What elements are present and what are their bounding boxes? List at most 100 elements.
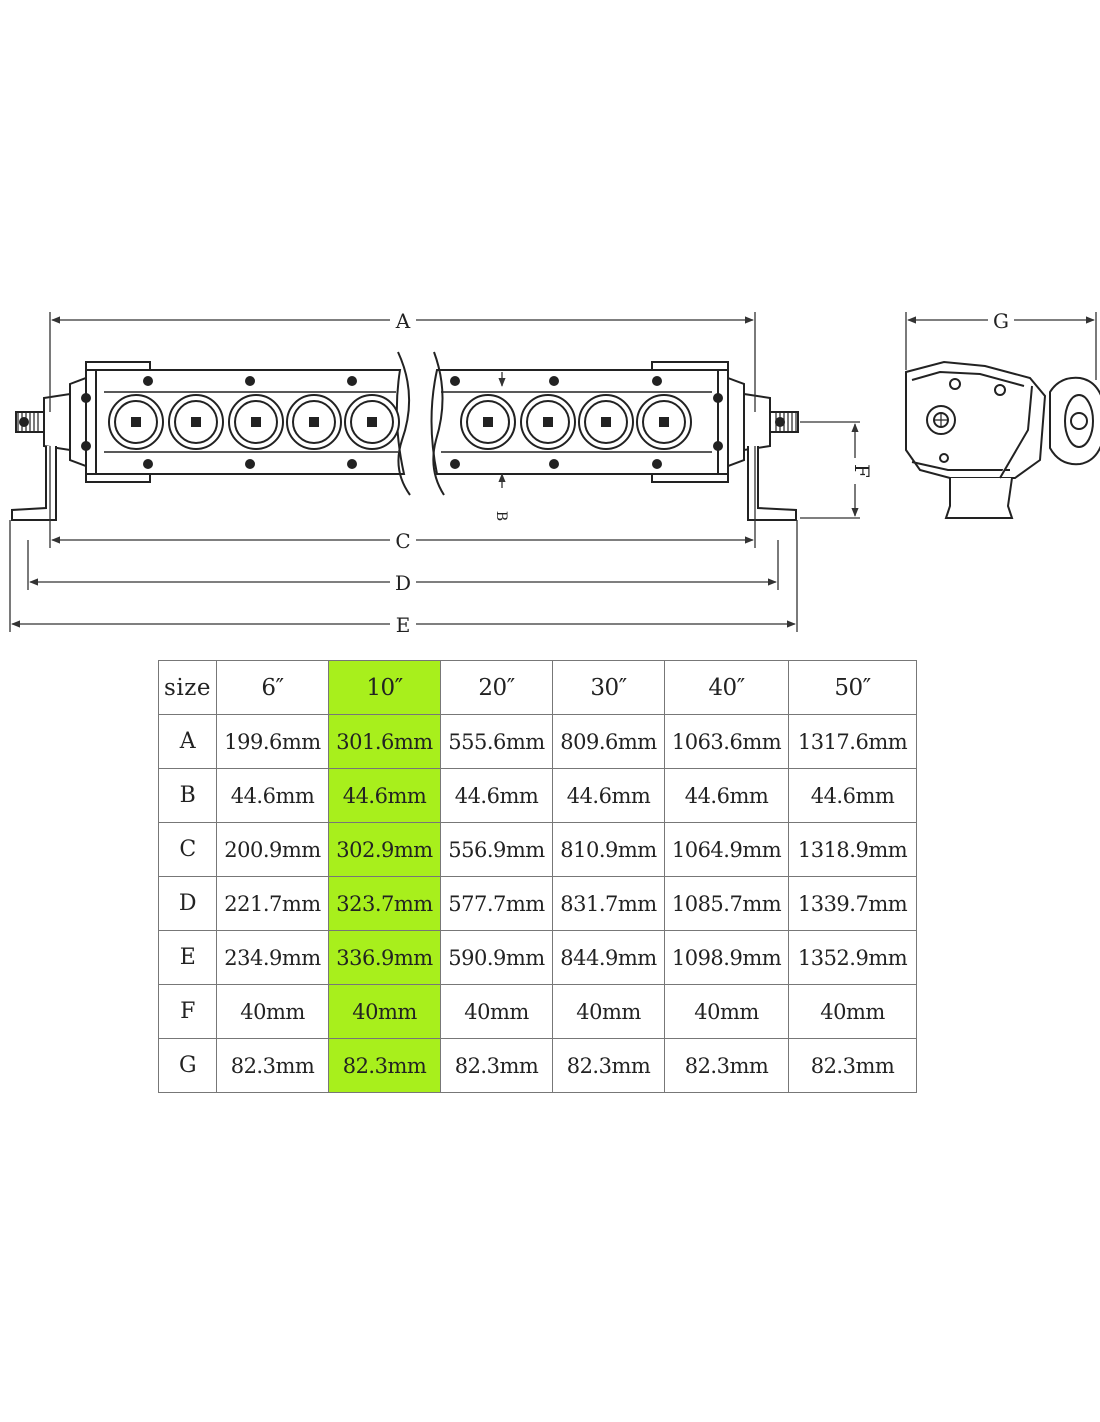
table-cell: 577.7mm (440, 876, 553, 931)
table-cell: 234.9mm (216, 930, 329, 985)
table-cell: 844.9mm (552, 930, 665, 985)
screw (549, 459, 559, 469)
column-header-cell: 20″ (440, 660, 553, 715)
screw (347, 459, 357, 469)
row-header-cell: E (158, 930, 217, 985)
row-header-cell: G (158, 1038, 217, 1093)
dimension-label-c: C (395, 529, 410, 553)
row-header-cell: C (158, 822, 217, 877)
led-lens (520, 394, 576, 450)
screw (652, 459, 662, 469)
table-cell: 810.9mm (552, 822, 665, 877)
table-cell: 82.3mm (552, 1038, 665, 1093)
screw (143, 376, 153, 386)
dimension-label-d: D (395, 571, 411, 595)
table-cell: 40mm (664, 984, 789, 1039)
table-cell: 323.7mm (328, 876, 441, 931)
table-cell: 1339.7mm (788, 876, 917, 931)
dimension-label-a: A (395, 309, 411, 333)
table-cell: 44.6mm (216, 768, 329, 823)
table-cell: 44.6mm (788, 768, 917, 823)
dimension-label-b: B (493, 511, 509, 521)
led-lens (636, 394, 692, 450)
label-gaps (390, 308, 1014, 636)
screw (81, 441, 91, 451)
screw-group (19, 376, 785, 469)
screw (713, 393, 723, 403)
screw (549, 376, 559, 386)
table-cell: 1085.7mm (664, 876, 789, 931)
corner-header-cell: size (158, 660, 217, 715)
table-cell: 82.3mm (788, 1038, 917, 1093)
led-lens-group (108, 394, 692, 450)
table-cell: 809.6mm (552, 714, 665, 769)
table-cell: 1064.9mm (664, 822, 789, 877)
row-header-cell: D (158, 876, 217, 931)
led-lens (228, 394, 284, 450)
table-cell: 301.6mm (328, 714, 441, 769)
screw (143, 459, 153, 469)
light-bar-side-view (905, 360, 1100, 519)
row-header-cell: F (158, 984, 217, 1039)
screw (19, 417, 29, 427)
row-header-cell: A (158, 714, 217, 769)
led-lens (344, 394, 400, 450)
dimension-label-f: F (850, 464, 874, 478)
screw (347, 376, 357, 386)
table-cell: 1352.9mm (788, 930, 917, 985)
table-cell: 555.6mm (440, 714, 553, 769)
table-cell: 199.6mm (216, 714, 329, 769)
led-lens (578, 394, 634, 450)
screw (81, 393, 91, 403)
table-cell: 1098.9mm (664, 930, 789, 985)
table-cell: 82.3mm (328, 1038, 441, 1093)
table-cell: 82.3mm (440, 1038, 553, 1093)
screw (713, 441, 723, 451)
table-cell: 221.7mm (216, 876, 329, 931)
screw (775, 417, 785, 427)
table-cell: 40mm (328, 984, 441, 1039)
table-cell: 44.6mm (664, 768, 789, 823)
screw (450, 459, 460, 469)
led-lens (286, 394, 342, 450)
dimension-label-e: E (396, 613, 411, 637)
table-cell: 556.9mm (440, 822, 553, 877)
table-cell: 40mm (552, 984, 665, 1039)
table-cell: 82.3mm (664, 1038, 789, 1093)
screw (245, 376, 255, 386)
column-header-cell: 6″ (216, 660, 329, 715)
table-cell: 1063.6mm (664, 714, 789, 769)
table-cell: 82.3mm (216, 1038, 329, 1093)
light-bar-technical-drawing: A C D E G F B (9, 308, 1100, 637)
table-cell: 44.6mm (328, 768, 441, 823)
dimension-label-g: G (993, 309, 1009, 333)
table-cell: 590.9mm (440, 930, 553, 985)
screw (245, 459, 255, 469)
table-cell: 40mm (216, 984, 329, 1039)
column-header-cell: 30″ (552, 660, 665, 715)
table-cell: 302.9mm (328, 822, 441, 877)
screw (652, 376, 662, 386)
screw (450, 376, 460, 386)
table-cell: 40mm (788, 984, 917, 1039)
table-cell: 1318.9mm (788, 822, 917, 877)
table-cell: 44.6mm (440, 768, 553, 823)
table-cell: 336.9mm (328, 930, 441, 985)
table-cell: 200.9mm (216, 822, 329, 877)
led-lens (168, 394, 224, 450)
table-cell: 44.6mm (552, 768, 665, 823)
table-cell: 831.7mm (552, 876, 665, 931)
column-header-cell: 50″ (788, 660, 917, 715)
led-lens (108, 394, 164, 450)
column-header-cell: 40″ (664, 660, 789, 715)
column-header-cell: 10″ (328, 660, 441, 715)
